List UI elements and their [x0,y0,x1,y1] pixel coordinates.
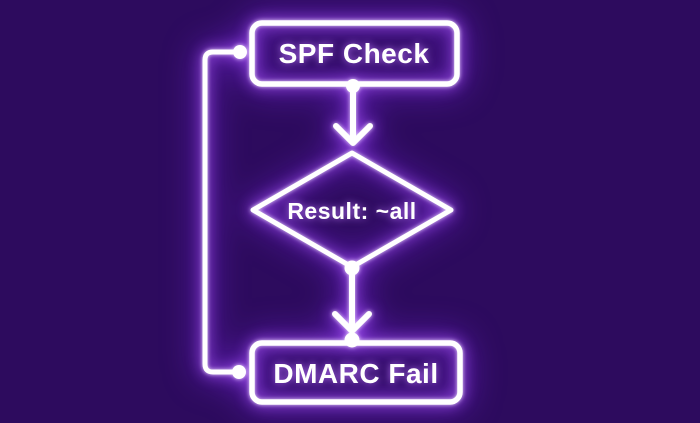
spf-check-label: SPF Check [279,38,430,69]
labels-layer: SPF Check Result: ~all DMARC Fail [273,38,438,389]
loop-connector-spf-to-dmarc [202,49,243,375]
connector-dot-dmarc-left [232,365,246,379]
arrow-spf-to-result [333,89,373,146]
connector-dot-dmarc-top [344,332,360,348]
arrow-result-to-dmarc [332,271,372,334]
neon-shapes-layer [202,20,463,405]
connector-dot-spf-left [233,45,247,59]
connector-dot-spf-bottom [346,79,360,93]
result-diamond-label: Result: ~all [287,198,416,224]
dmarc-fail-label: DMARC Fail [273,358,438,389]
connector-dot-diamond-bottom [344,260,360,276]
